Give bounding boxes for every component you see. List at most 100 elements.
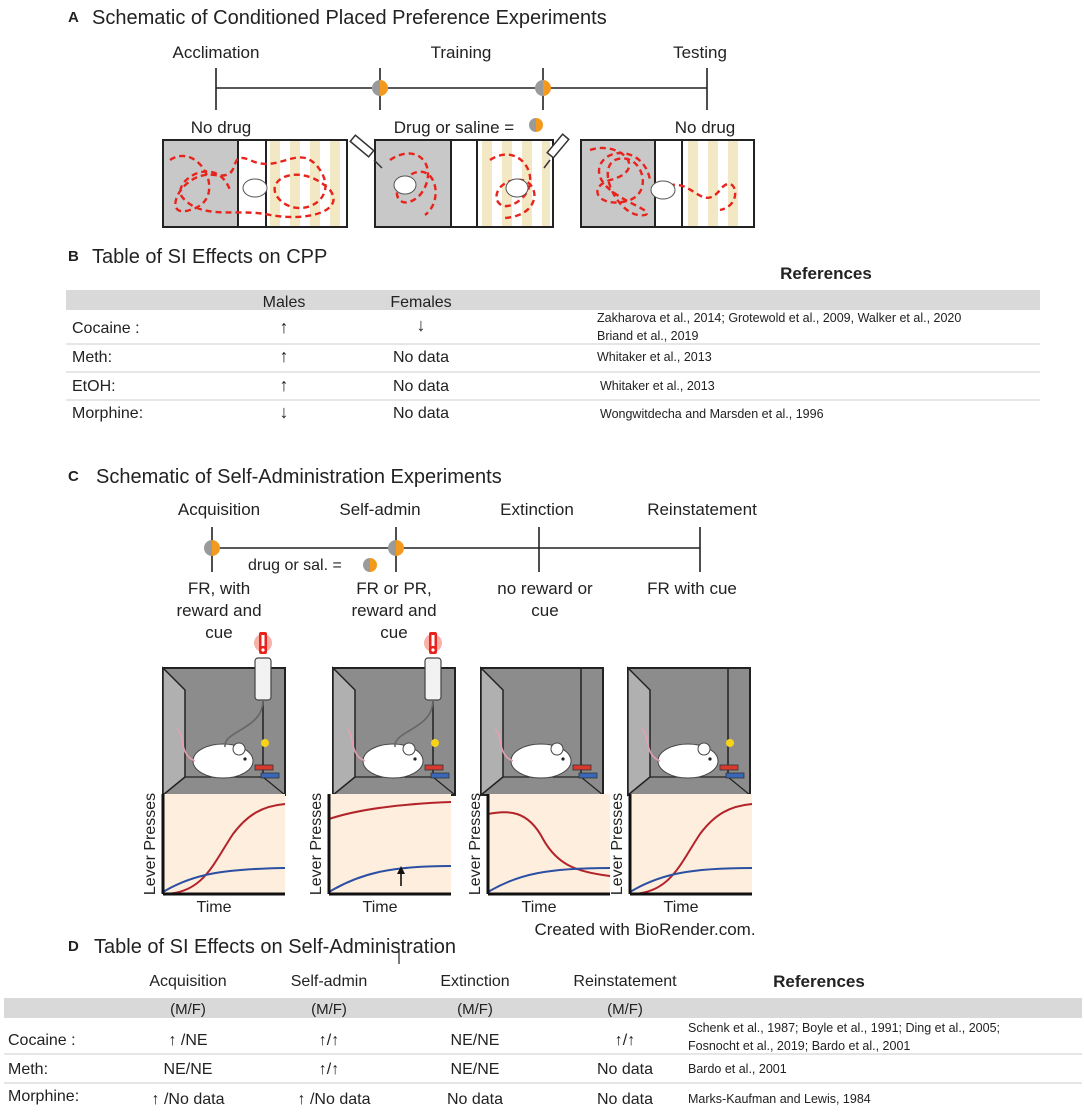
panel-c-title: Schematic of Self-Administration Experim…: [96, 466, 502, 488]
infusion-tube: [224, 699, 264, 748]
subheader-mf: (M/F): [607, 1001, 643, 1018]
active-lever-curve: [162, 803, 286, 895]
syringe-icon: [349, 134, 383, 169]
desc-self-admin-line: FR or PR,: [356, 579, 432, 598]
plot-background: [163, 794, 285, 894]
y-axis-label: Lever Presses: [609, 793, 626, 895]
inactive-lever-curve: [487, 867, 611, 893]
cpp-box-testing: [580, 139, 755, 228]
col-header-acquisition: Acquisition: [149, 973, 226, 990]
panel-c: C Schematic of Self-Administration Exper…: [68, 466, 757, 939]
desc-self-admin-line: reward and: [351, 601, 436, 620]
phase-reinstatement-label: Reinstatement: [647, 500, 757, 519]
table-row: Morphine: ↑ /No data ↑ /No data No data …: [8, 1088, 871, 1108]
lever-active: [572, 764, 592, 771]
reference-text: Zakharova et al., 2014; Grotewold et al.…: [597, 311, 961, 325]
col-header-extinction: Extinction: [440, 973, 509, 990]
x-axis-label: Time: [363, 899, 398, 916]
acquisition-effect: NE/NE: [164, 1061, 213, 1078]
drug-label: Morphine:: [72, 405, 143, 422]
subheader-mf: (M/F): [457, 1001, 493, 1018]
panel-b-letter: B: [68, 248, 79, 265]
reference-text: Fosnocht et al., 2019; Bardo et al., 200…: [688, 1039, 910, 1053]
operant-chamber: [480, 666, 604, 797]
males-header: Males: [263, 294, 306, 311]
references-header: References: [773, 972, 865, 991]
desc-reinstatement-line: FR with cue: [647, 579, 737, 598]
panel-d-title: Table of SI Effects on Self-Administrati…: [94, 936, 456, 958]
panel-a-title: Schematic of Conditioned Placed Preferen…: [92, 7, 607, 29]
lever-inactive: [430, 772, 450, 779]
table-row: Cocaine : ↑ ↓ Zakharova et al., 2014; Gr…: [72, 311, 961, 343]
y-axis-label: Lever Presses: [308, 793, 325, 895]
lever-active: [254, 764, 274, 771]
lever-inactive: [725, 772, 745, 779]
males-effect: ↑: [280, 375, 289, 395]
males-effect: ↑: [280, 317, 289, 337]
box-label-no-drug-testing: No drug: [675, 118, 735, 137]
inactive-lever-curve: [629, 867, 753, 893]
infusion-pump-icon: [424, 657, 442, 701]
plot-background: [488, 794, 610, 894]
drug-label: Morphine:: [8, 1088, 79, 1105]
desc-extinction-line: no reward or: [497, 579, 593, 598]
cue-light-icon: [726, 739, 734, 747]
extinction-effect: NE/NE: [451, 1032, 500, 1049]
cpp-box-acclimation: [162, 139, 348, 228]
rat-tail: [346, 728, 366, 762]
half-dot-icon: [372, 80, 388, 96]
rat-tail: [176, 728, 196, 762]
inactive-lever-curve: [328, 865, 452, 893]
half-dot-icon: [529, 118, 543, 132]
reference-text: Schenk et al., 1987; Boyle et al., 1991;…: [688, 1021, 1000, 1035]
table-row: Meth: ↑ No data Whitaker et al., 2013: [72, 346, 712, 366]
y-axis-label: Lever Presses: [142, 793, 159, 895]
reference-text: Wongwitdecha and Marsden et al., 1996: [600, 407, 824, 421]
desc-self-admin-line: cue: [380, 623, 407, 642]
operant-chamber: [627, 666, 751, 797]
plot-background: [329, 794, 451, 894]
females-effect: ↓: [417, 315, 426, 335]
active-lever-curve: [328, 801, 452, 820]
table-header-band: [66, 290, 1040, 310]
panel-d-letter: D: [68, 938, 79, 955]
rat-tail: [641, 728, 661, 762]
cue-light-icon: [261, 739, 269, 747]
phase-training-label: Training: [431, 43, 492, 62]
col-header-self-admin: Self-admin: [291, 973, 367, 990]
phase-self-admin-label: Self-admin: [339, 500, 420, 519]
phase-acclimation-label: Acclimation: [173, 43, 260, 62]
table-row: Morphine: ↓ No data Wongwitdecha and Mar…: [72, 402, 824, 422]
males-effect: ↑: [280, 346, 289, 366]
x-axis-label: Time: [197, 899, 232, 916]
box-label-drug-or-saline: Drug or saline =: [394, 118, 515, 137]
lever-inactive: [260, 772, 280, 779]
table-row: EtOH: ↑ No data Whitaker et al., 2013: [72, 375, 715, 395]
half-dot-icon: [204, 540, 220, 556]
subheader-mf: (M/F): [311, 1001, 347, 1018]
syringe-icon: [543, 133, 570, 169]
x-axis-label: Time: [664, 899, 699, 916]
reference-text: Briand et al., 2019: [597, 329, 699, 343]
drug-label: Meth:: [8, 1061, 48, 1078]
acquisition-effect: ↑ /NE: [168, 1032, 207, 1049]
desc-acquisition-line: reward and: [176, 601, 261, 620]
operant-chamber: [332, 632, 456, 797]
reinstatement-effect: ↑/↑: [615, 1032, 635, 1049]
cue-light-icon: [431, 739, 439, 747]
drug-label: Cocaine :: [8, 1032, 76, 1049]
desc-acquisition-line: cue: [205, 623, 232, 642]
panel-a: A Schematic of Conditioned Placed Prefer…: [68, 7, 755, 228]
half-dot-icon: [363, 558, 377, 572]
active-lever-curve: [487, 811, 611, 877]
self-admin-effect: ↑ /No data: [298, 1091, 371, 1108]
acquisition-effect: ↑ /No data: [152, 1091, 225, 1108]
col-header-reinstatement: Reinstatement: [573, 973, 677, 990]
chamber-side-wall: [332, 666, 356, 797]
extinction-effect: No data: [447, 1091, 503, 1108]
table-row: Cocaine : ↑ /NE ↑/↑ NE/NE ↑/↑ Schenk et …: [8, 1021, 1000, 1053]
self-admin-effect: ↑/↑: [319, 1061, 339, 1078]
